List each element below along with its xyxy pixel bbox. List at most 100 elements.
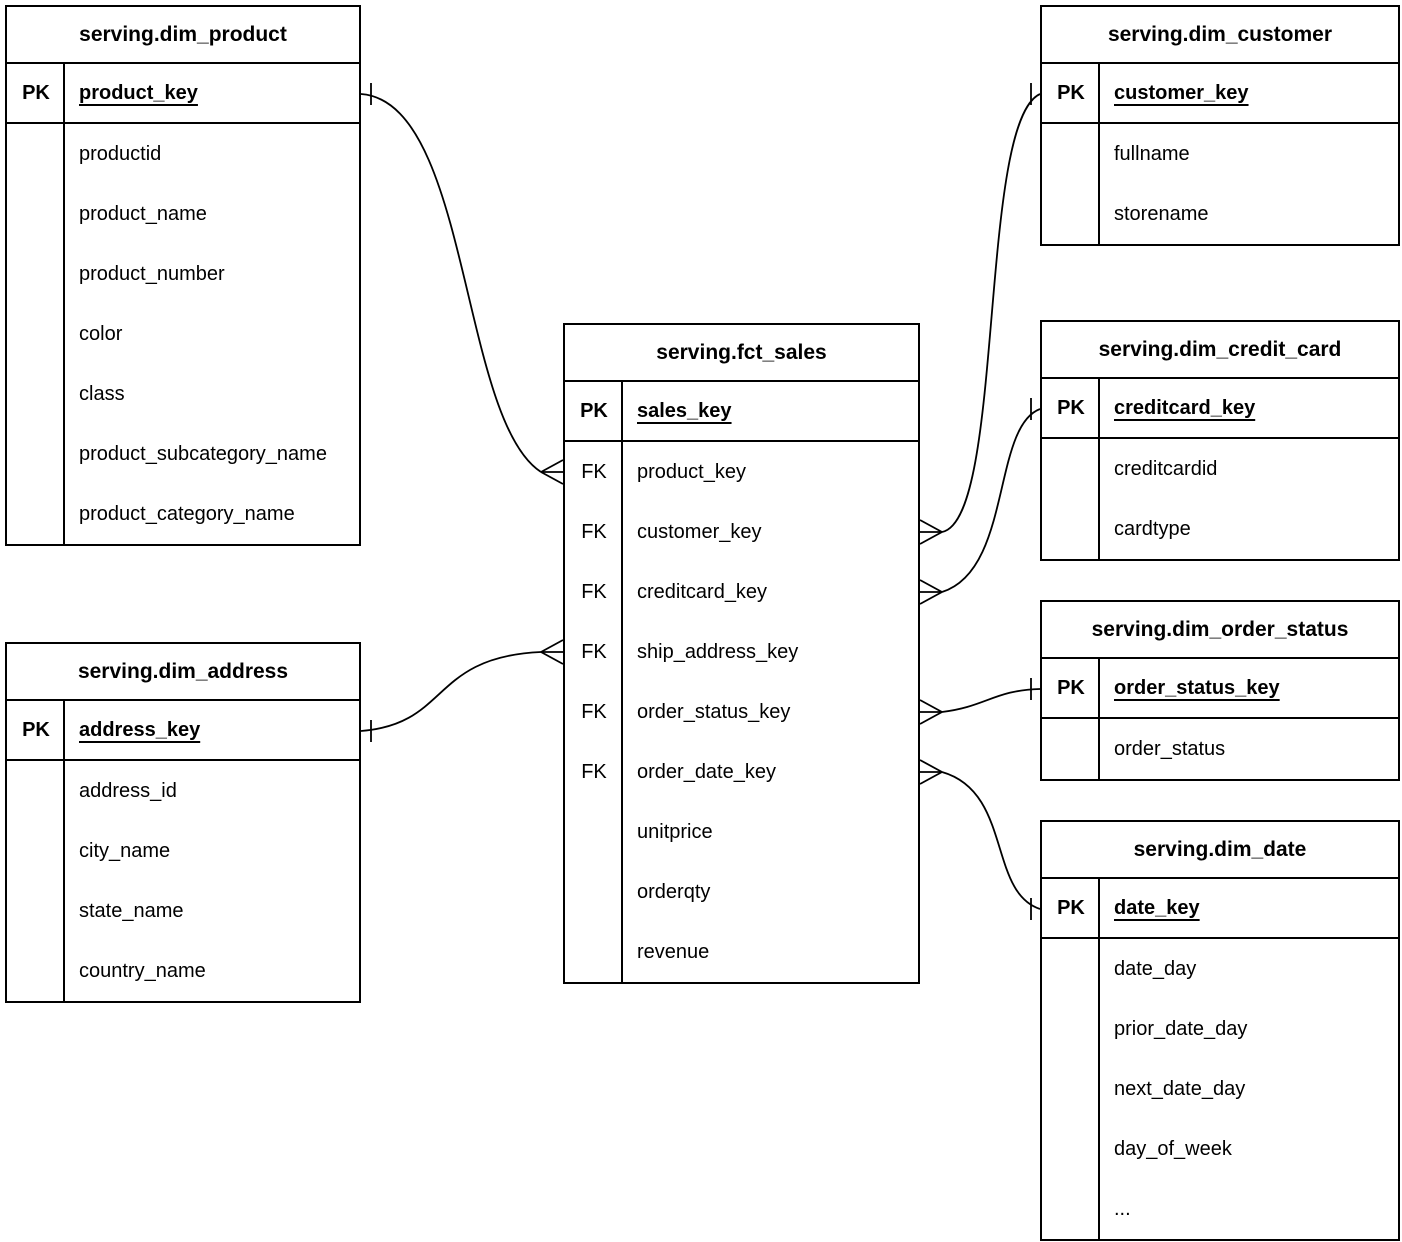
field-row: productid [7, 124, 359, 184]
pk-field-name: customer_key [1114, 82, 1249, 104]
table-dim-order-status: serving.dim_order_status PK order_status… [1040, 600, 1400, 781]
field-row: product_subcategory_name [7, 424, 359, 484]
field-name: ... [1114, 1198, 1131, 1220]
pk-row: PK product_key [7, 64, 359, 124]
relationship-line-order-status [919, 678, 1041, 725]
table-dim-credit-card: serving.dim_credit_card PK creditcard_ke… [1040, 320, 1400, 561]
fk-tag: FK [581, 760, 607, 783]
pk-row: PK address_key [7, 701, 359, 761]
fk-tag: FK [581, 700, 607, 723]
pk-row: PK customer_key [1042, 64, 1398, 124]
field-row: FK creditcard_key [565, 562, 918, 622]
fk-tag: FK [581, 580, 607, 603]
field-name: next_date_day [1114, 1078, 1246, 1100]
field-name: date_day [1114, 958, 1197, 980]
field-name: order_status_key [637, 701, 791, 723]
field-name: unitprice [637, 821, 713, 843]
table-title: serving.dim_order_status [1042, 602, 1398, 659]
field-row: unitprice [565, 802, 918, 862]
pk-row: PK sales_key [565, 382, 918, 442]
field-row: cardtype [1042, 499, 1398, 559]
field-name: country_name [79, 960, 206, 982]
field-name: creditcardid [1114, 458, 1218, 480]
pk-row: PK creditcard_key [1042, 379, 1398, 439]
table-dim-product: serving.dim_product PK product_key produ… [5, 5, 361, 546]
field-row: color [7, 304, 359, 364]
field-row: country_name [7, 941, 359, 1001]
field-row: revenue [565, 922, 918, 982]
field-name: order_status [1114, 738, 1226, 760]
field-name: customer_key [637, 521, 762, 543]
field-name: day_of_week [1114, 1138, 1232, 1160]
field-row: FK order_status_key [565, 682, 918, 742]
fk-tag: FK [581, 520, 607, 543]
field-name: color [79, 323, 123, 345]
field-name: product_subcategory_name [79, 443, 327, 465]
relationship-line-product [360, 83, 564, 485]
field-name: storename [1114, 203, 1209, 225]
field-name: prior_date_day [1114, 1018, 1248, 1040]
field-name: address_id [79, 780, 177, 802]
table-dim-customer: serving.dim_customer PK customer_key ful… [1040, 5, 1400, 246]
table-title: serving.dim_address [7, 644, 359, 701]
relationship-line-creditcard [919, 398, 1041, 605]
fk-tag: FK [581, 640, 607, 663]
relationship-line-address [360, 639, 564, 742]
field-name: product_number [79, 263, 225, 285]
pk-tag: PK [22, 718, 50, 741]
crow-foot-icon [919, 759, 943, 785]
field-row: fullname [1042, 124, 1398, 184]
pk-tag: PK [1057, 676, 1085, 699]
crow-foot-icon [540, 459, 564, 485]
field-row: storename [1042, 184, 1398, 244]
field-row: order_status [1042, 719, 1398, 779]
pk-field-name: order_status_key [1114, 677, 1280, 699]
field-row: FK order_date_key [565, 742, 918, 802]
pk-field-name: sales_key [637, 400, 732, 422]
pk-tag: PK [580, 399, 608, 422]
field-name: productid [79, 143, 162, 165]
table-title: serving.dim_credit_card [1042, 322, 1398, 379]
field-row: city_name [7, 821, 359, 881]
pk-tag: PK [1057, 396, 1085, 419]
table-title: serving.dim_product [7, 7, 359, 64]
field-row: product_name [7, 184, 359, 244]
field-row: class [7, 364, 359, 424]
pk-field-name: product_key [79, 82, 198, 104]
field-name: cardtype [1114, 518, 1191, 540]
field-row: address_id [7, 761, 359, 821]
table-dim-address: serving.dim_address PK address_key addre… [5, 642, 361, 1003]
crow-foot-icon [919, 699, 943, 725]
pk-row: PK date_key [1042, 879, 1398, 939]
field-row: prior_date_day [1042, 999, 1398, 1059]
relationship-line-order-date [919, 759, 1041, 920]
crow-foot-icon [919, 579, 943, 605]
field-name: fullname [1114, 143, 1190, 165]
pk-row: PK order_status_key [1042, 659, 1398, 719]
relationship-line-customer [919, 83, 1041, 545]
pk-field-name: creditcard_key [1114, 397, 1256, 419]
field-row: date_day [1042, 939, 1398, 999]
field-name: class [79, 383, 125, 405]
field-row: FK product_key [565, 442, 918, 502]
field-name: revenue [637, 941, 710, 963]
field-row: product_number [7, 244, 359, 304]
field-row: creditcardid [1042, 439, 1398, 499]
crow-foot-icon [540, 639, 564, 665]
field-row: FK customer_key [565, 502, 918, 562]
fk-tag: FK [581, 460, 607, 483]
field-name: city_name [79, 840, 171, 862]
pk-tag: PK [1057, 81, 1085, 104]
table-fct-sales: serving.fct_sales PK sales_key FK produc… [563, 323, 920, 984]
table-dim-date: serving.dim_date PK date_key date_day pr… [1040, 820, 1400, 1241]
field-row: ... [1042, 1179, 1398, 1239]
field-name: product_key [637, 461, 746, 483]
field-name: product_category_name [79, 503, 295, 525]
field-name: state_name [79, 900, 184, 922]
table-title: serving.dim_customer [1042, 7, 1398, 64]
field-row: product_category_name [7, 484, 359, 544]
field-name: creditcard_key [637, 581, 768, 603]
field-row: orderqty [565, 862, 918, 922]
pk-field-name: address_key [79, 719, 201, 741]
